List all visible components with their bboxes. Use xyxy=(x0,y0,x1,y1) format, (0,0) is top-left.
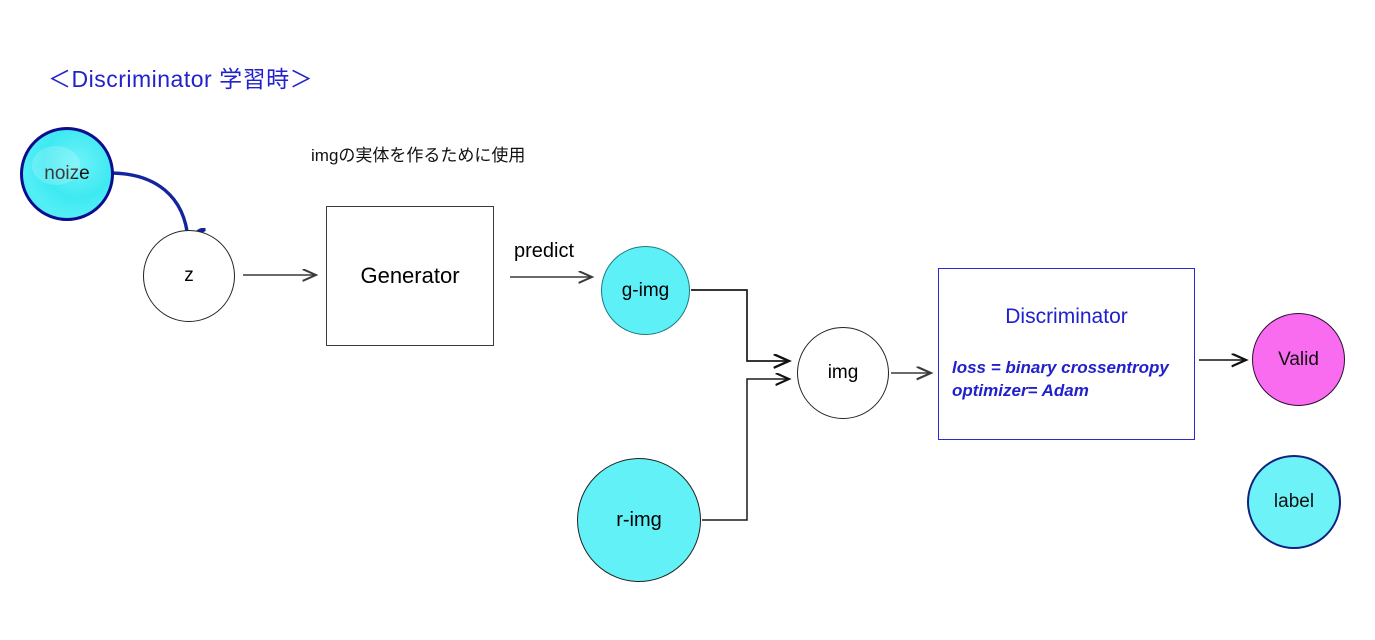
edge-gimg-to-img xyxy=(691,289,789,361)
node-r-img[interactable]: r-img xyxy=(577,458,701,582)
node-generator[interactable]: Generator xyxy=(326,206,494,346)
discriminator-loss-text: loss = binary crossentropy xyxy=(952,358,1169,377)
node-noize[interactable]: noize xyxy=(20,127,114,221)
node-valid[interactable]: Valid xyxy=(1252,313,1345,406)
edge-noize-to-z xyxy=(109,171,188,240)
node-img[interactable]: img xyxy=(797,327,889,419)
edge-label-predict: predict xyxy=(514,240,575,262)
annotation-generator-usage: imgの実体を作るために使用 xyxy=(311,146,526,165)
page-title: ＜Discriminator 学習時＞ xyxy=(48,66,314,92)
discriminator-optimizer-text: optimizer= Adam xyxy=(952,381,1089,400)
discriminator-title: Discriminator xyxy=(1005,305,1128,328)
node-label[interactable]: label xyxy=(1247,455,1341,549)
node-g-img[interactable]: g-img xyxy=(601,246,690,335)
node-discriminator[interactable]: Discriminator loss = binary crossentropy… xyxy=(938,268,1195,440)
node-z[interactable]: z xyxy=(143,230,235,322)
edge-rimg-to-img xyxy=(702,379,789,521)
